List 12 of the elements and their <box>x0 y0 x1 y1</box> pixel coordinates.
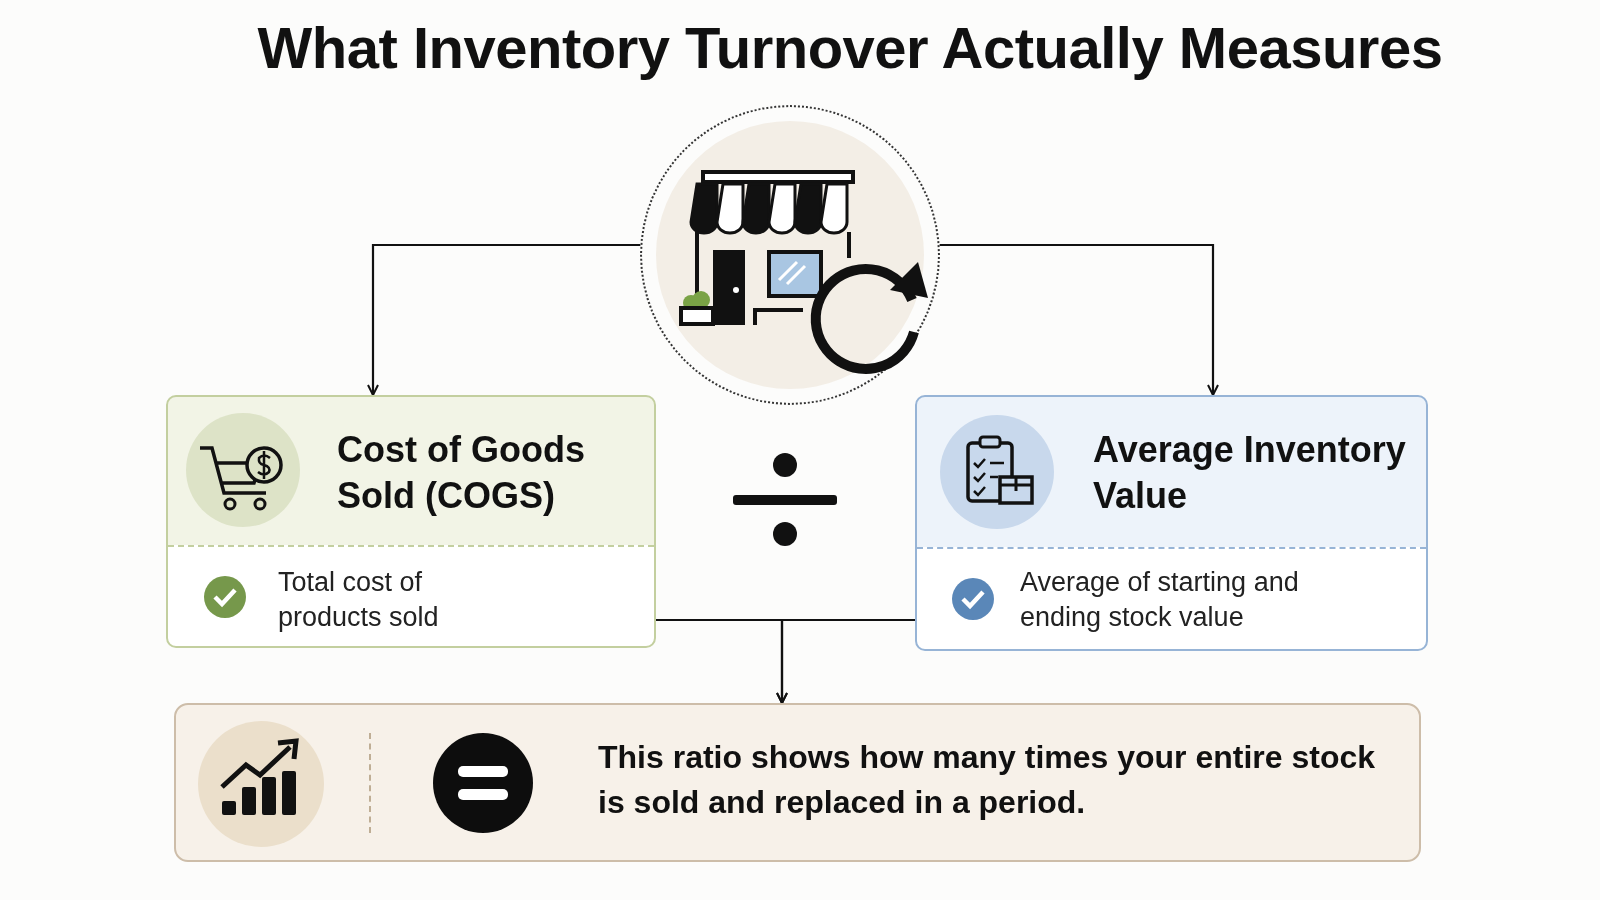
card-description: Average of starting and ending stock value <box>1020 566 1300 634</box>
arrow <box>776 618 915 704</box>
card-heading: Average Inventory Value <box>1093 428 1407 518</box>
title: What Inventory Turnover Actually Measures <box>256 14 1444 81</box>
info-card <box>915 395 1428 651</box>
result-text: This ratio shows how many times your entire stock is sold and replaced in a period. <box>598 738 1377 822</box>
arrow <box>367 243 641 396</box>
card-description: Total cost of products sold <box>278 566 440 634</box>
card-heading: Cost of Goods Sold (COGS) <box>337 428 586 518</box>
arrow <box>939 243 1219 396</box>
info-card <box>166 395 656 648</box>
result-card <box>174 703 1421 862</box>
